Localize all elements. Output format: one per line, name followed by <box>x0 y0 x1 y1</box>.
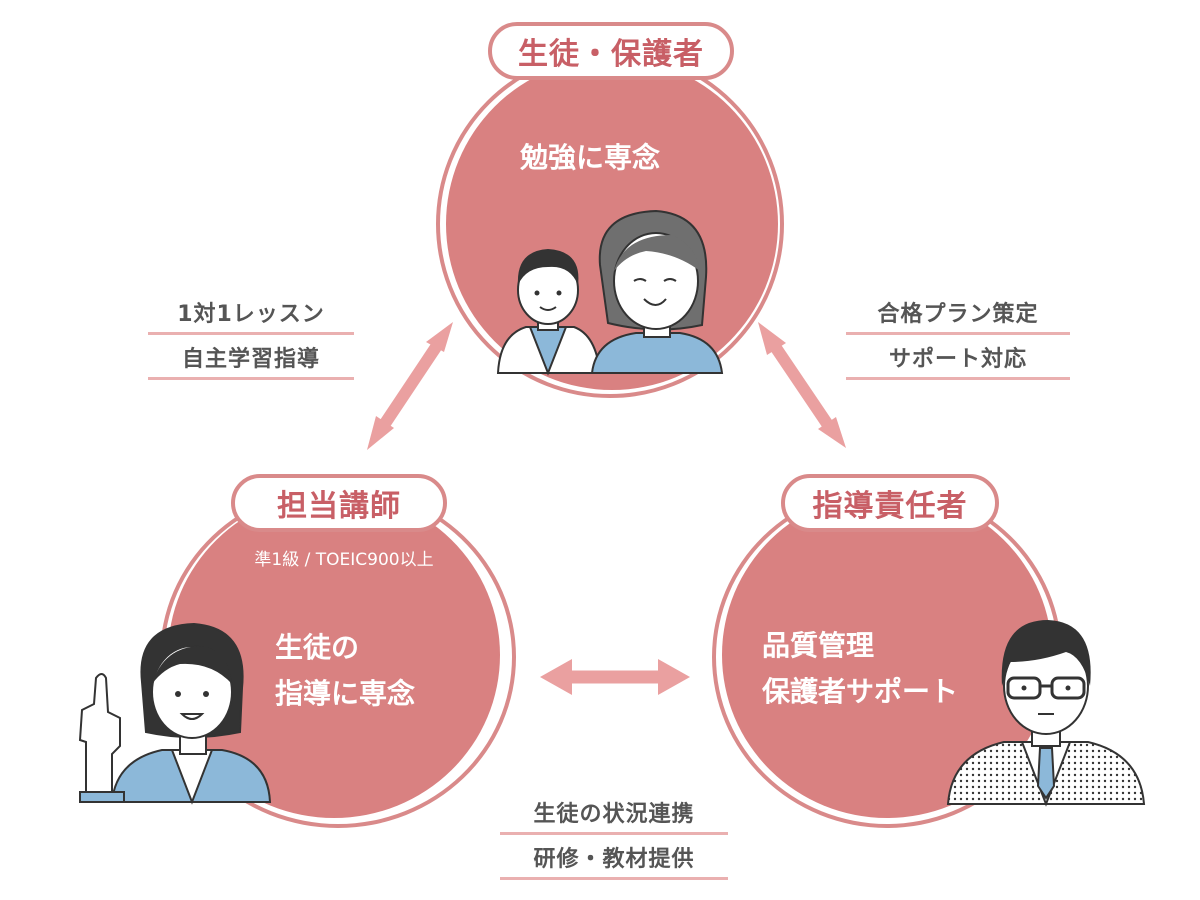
note-top-left: 1対1レッスン 自主学習指導 <box>148 290 354 380</box>
manager-illustration <box>946 620 1146 807</box>
note-top-left-line2: 自主学習指導 <box>148 335 354 380</box>
note-top-right: 合格プラン策定 サポート対応 <box>846 290 1070 380</box>
teacher-illustration <box>78 622 272 805</box>
left-node-qualification: 準1級 / TOEIC900以上 <box>254 550 434 570</box>
left-node-title: 担当講師 <box>231 474 447 532</box>
left-node-text-line1: 生徒の <box>275 631 360 664</box>
top-node-circle <box>446 58 778 390</box>
note-top-left-line1: 1対1レッスン <box>148 290 354 335</box>
right-node-text-line1: 品質管理 <box>762 629 875 662</box>
top-node-text: 勉強に専念 <box>520 141 661 174</box>
note-left-right: 生徒の状況連携 研修・教材提供 <box>500 790 728 880</box>
right-node-text-line2: 保護者サポート <box>762 675 959 708</box>
right-node-title: 指導責任者 <box>781 474 999 532</box>
note-left-right-line2: 研修・教材提供 <box>500 835 728 880</box>
student-parent-illustration <box>496 209 724 376</box>
mother-figure <box>590 209 724 374</box>
left-node-text-line2: 指導に専念 <box>275 677 416 710</box>
note-top-right-line1: 合格プラン策定 <box>846 290 1070 335</box>
boy-figure <box>496 249 602 376</box>
note-left-right-line1: 生徒の状況連携 <box>500 790 728 835</box>
note-top-right-line2: サポート対応 <box>846 335 1070 380</box>
top-node-title: 生徒・保護者 <box>488 22 734 80</box>
